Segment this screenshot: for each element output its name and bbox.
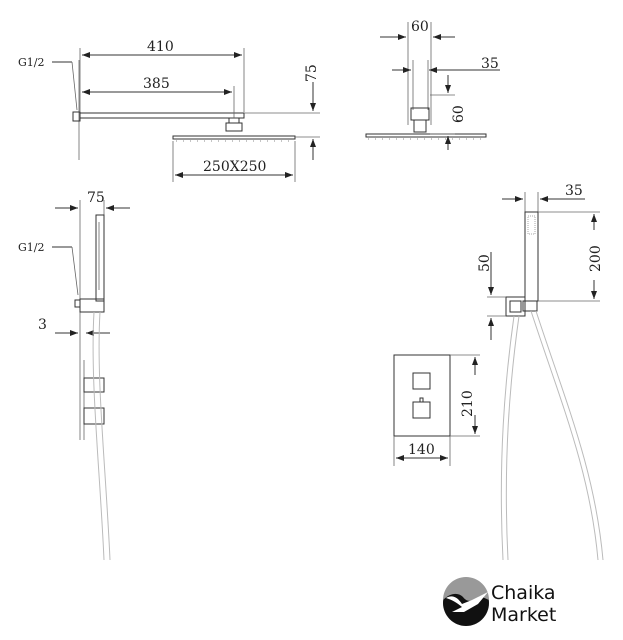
- valve-plate: [393, 354, 451, 437]
- dim-handle-width: 35: [565, 183, 583, 199]
- dim-connector-height: 60: [451, 105, 467, 123]
- logo-text-line1: Chaika: [491, 582, 556, 604]
- hand-shower: [524, 211, 539, 302]
- logo-text-line2: Market: [491, 604, 556, 626]
- overhead-shower-front-view: 60 35 60: [365, 19, 500, 150]
- dim-head-size: 250X250: [203, 159, 266, 175]
- dim-arm-length: 410: [147, 39, 174, 55]
- shower-head: [172, 135, 296, 140]
- dim-valve-height: 210: [460, 390, 476, 417]
- dim-handle-length: 200: [588, 245, 604, 272]
- chaika-market-logo: Chaika Market: [443, 577, 556, 626]
- valve-handle: [83, 407, 105, 425]
- dim-projection: 75: [87, 190, 105, 206]
- dim-arm-width: 60: [411, 19, 429, 35]
- hand-shower-holder: [505, 296, 526, 317]
- dim-valve-width: 140: [408, 442, 435, 458]
- hand-shower-front-view: 35 200 50: [477, 183, 604, 561]
- dim-plate-thickness: 3: [38, 317, 47, 333]
- valve-plate-view: 210 140: [393, 354, 480, 466]
- inlet-label: G1/2: [18, 56, 45, 69]
- dim-drop: 75: [304, 64, 320, 82]
- dim-arm-to-head: 385: [143, 76, 170, 92]
- shower-arm: [79, 112, 245, 119]
- hand-shower-side-view: 75 G1/2 3: [18, 190, 130, 561]
- dim-holder-height: 50: [477, 254, 493, 272]
- dim-arm-inner: 35: [481, 56, 499, 72]
- overhead-shower-side-view: G1/2 410 385 75 250X250: [18, 39, 320, 182]
- inlet-label-2: G1/2: [18, 241, 45, 254]
